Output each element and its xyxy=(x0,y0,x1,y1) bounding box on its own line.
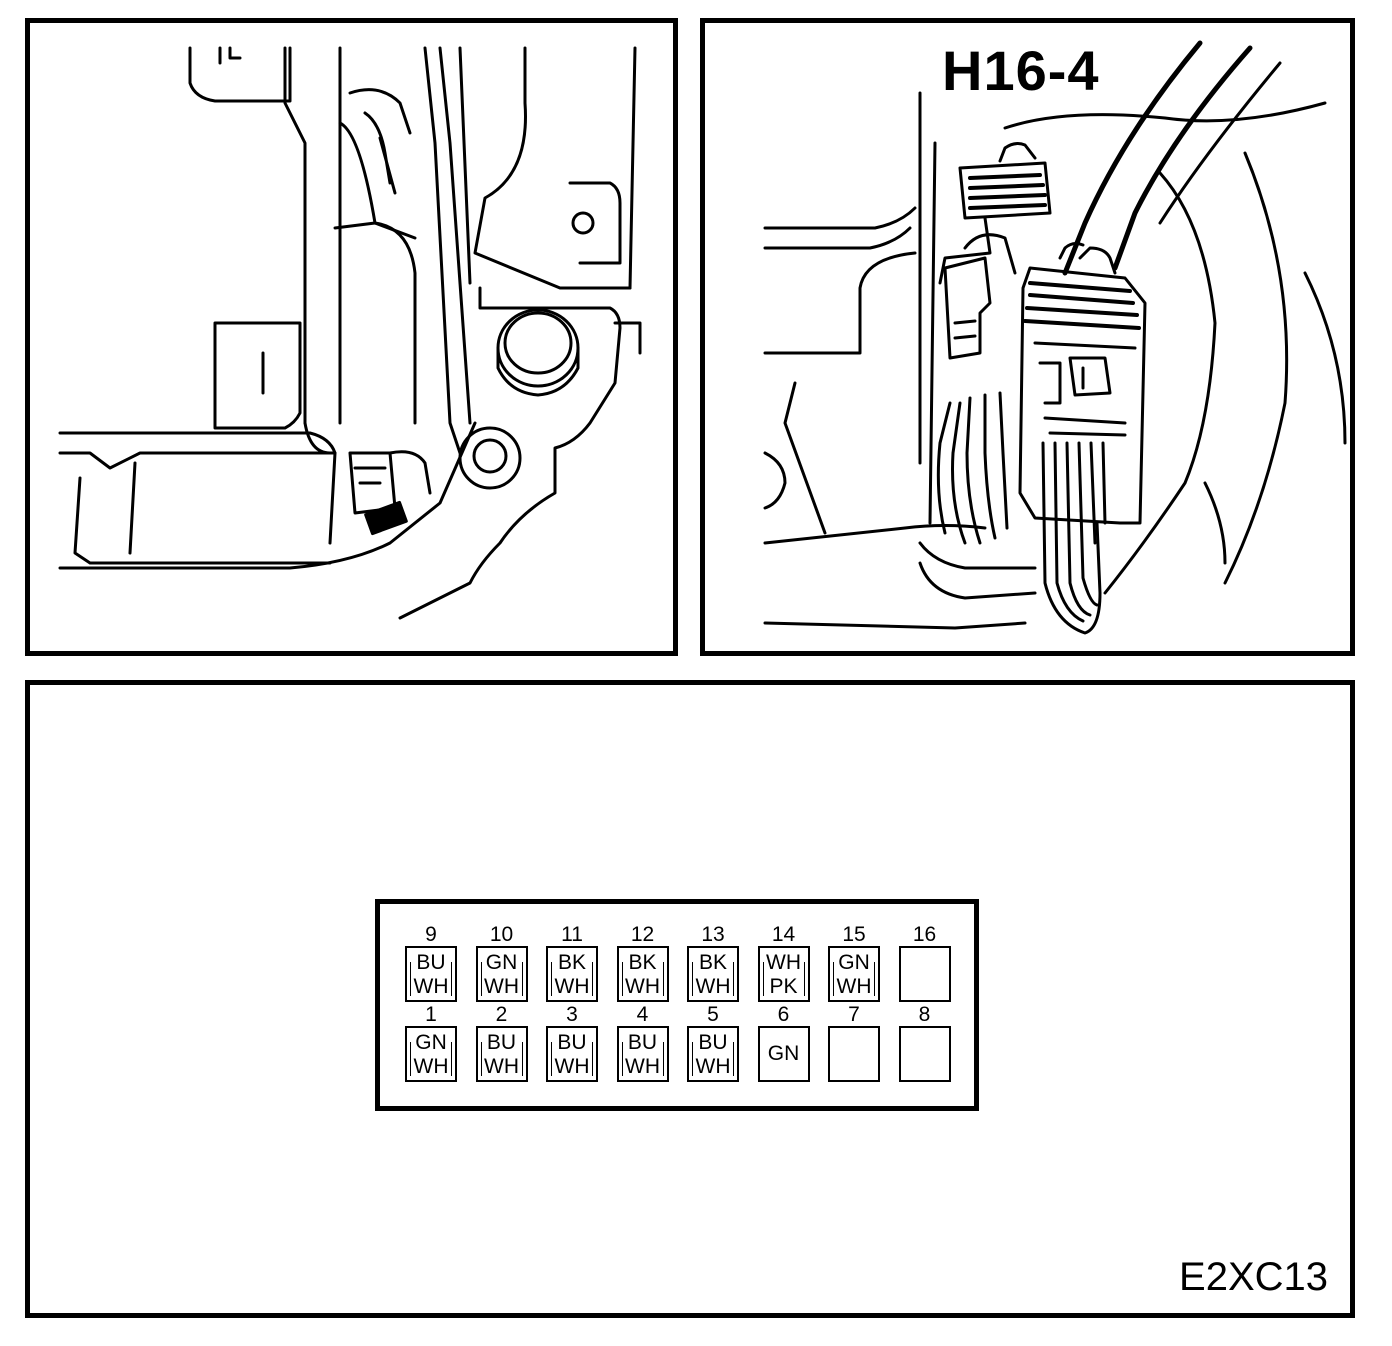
wire-color-code: GN xyxy=(767,1042,800,1065)
pin-number: 16 xyxy=(912,923,937,946)
connector-title: H16-4 xyxy=(942,39,1100,102)
wire-color-code: WH xyxy=(413,975,449,998)
wire-color-code: BK xyxy=(557,951,586,974)
pin-number: 1 xyxy=(425,1003,437,1026)
pin-8: 8 xyxy=(897,1004,953,1082)
pin-number: 15 xyxy=(842,923,866,946)
pin-number: 4 xyxy=(636,1003,649,1026)
pin-number: 5 xyxy=(707,1003,719,1026)
diagram-code: E2XC13 xyxy=(1179,1255,1328,1299)
wire-color-code: WH xyxy=(484,1055,519,1078)
pin-16: 16 xyxy=(897,924,953,1002)
location-line-drawing xyxy=(58,46,642,620)
wire-color-code: GN xyxy=(838,951,870,974)
wire-color-code: BU xyxy=(416,951,446,974)
connector-closeup-panel: H16-4 xyxy=(700,18,1355,656)
pin-number: 14 xyxy=(771,923,796,946)
wire-color-code: WH xyxy=(766,951,801,974)
pin-number: 12 xyxy=(630,923,655,946)
wire-color-code: BK xyxy=(628,951,657,974)
wire-color-code: WH xyxy=(695,1055,731,1078)
wire-color-code: BU xyxy=(698,1031,728,1054)
wire-color-code: GN xyxy=(415,1031,447,1054)
wire-color-code: WH xyxy=(836,975,872,998)
pin-cavity xyxy=(898,946,951,1002)
wire-color-code: WH xyxy=(484,975,519,998)
location-drawing-panel xyxy=(25,18,678,656)
pin-number: 10 xyxy=(489,923,514,946)
pin-number: 6 xyxy=(777,1003,790,1026)
pin-number: 8 xyxy=(918,1003,931,1026)
wire-color-code: WH xyxy=(554,975,590,998)
wire-color-code: BU xyxy=(557,1031,587,1054)
pin-number: 3 xyxy=(566,1003,578,1026)
pin-7: 7 xyxy=(826,1004,882,1082)
pin-number: 7 xyxy=(848,1003,860,1026)
wire-color-code: BK xyxy=(698,951,727,974)
wire-color-code: GN xyxy=(485,951,518,974)
pin-number: 13 xyxy=(701,923,725,946)
wire-color-code: WH xyxy=(695,975,731,998)
pin-number: 11 xyxy=(561,923,583,946)
pin-number: 2 xyxy=(495,1003,508,1026)
connector-line-drawing xyxy=(763,40,1347,635)
pin-number: 9 xyxy=(425,923,437,946)
wire-color-code: BU xyxy=(627,1031,658,1054)
wire-color-code: WH xyxy=(554,1055,590,1078)
wire-color-code: WH xyxy=(413,1055,449,1078)
pin-cavity xyxy=(898,1026,951,1082)
pin-cavity: GN xyxy=(757,1026,810,1082)
wire-color-code: WH xyxy=(625,1055,660,1078)
wire-color-code: WH xyxy=(625,975,660,998)
wire-color-code: BU xyxy=(486,1031,517,1054)
pin-cavity xyxy=(828,1026,880,1082)
wire-color-code: PK xyxy=(769,975,798,998)
